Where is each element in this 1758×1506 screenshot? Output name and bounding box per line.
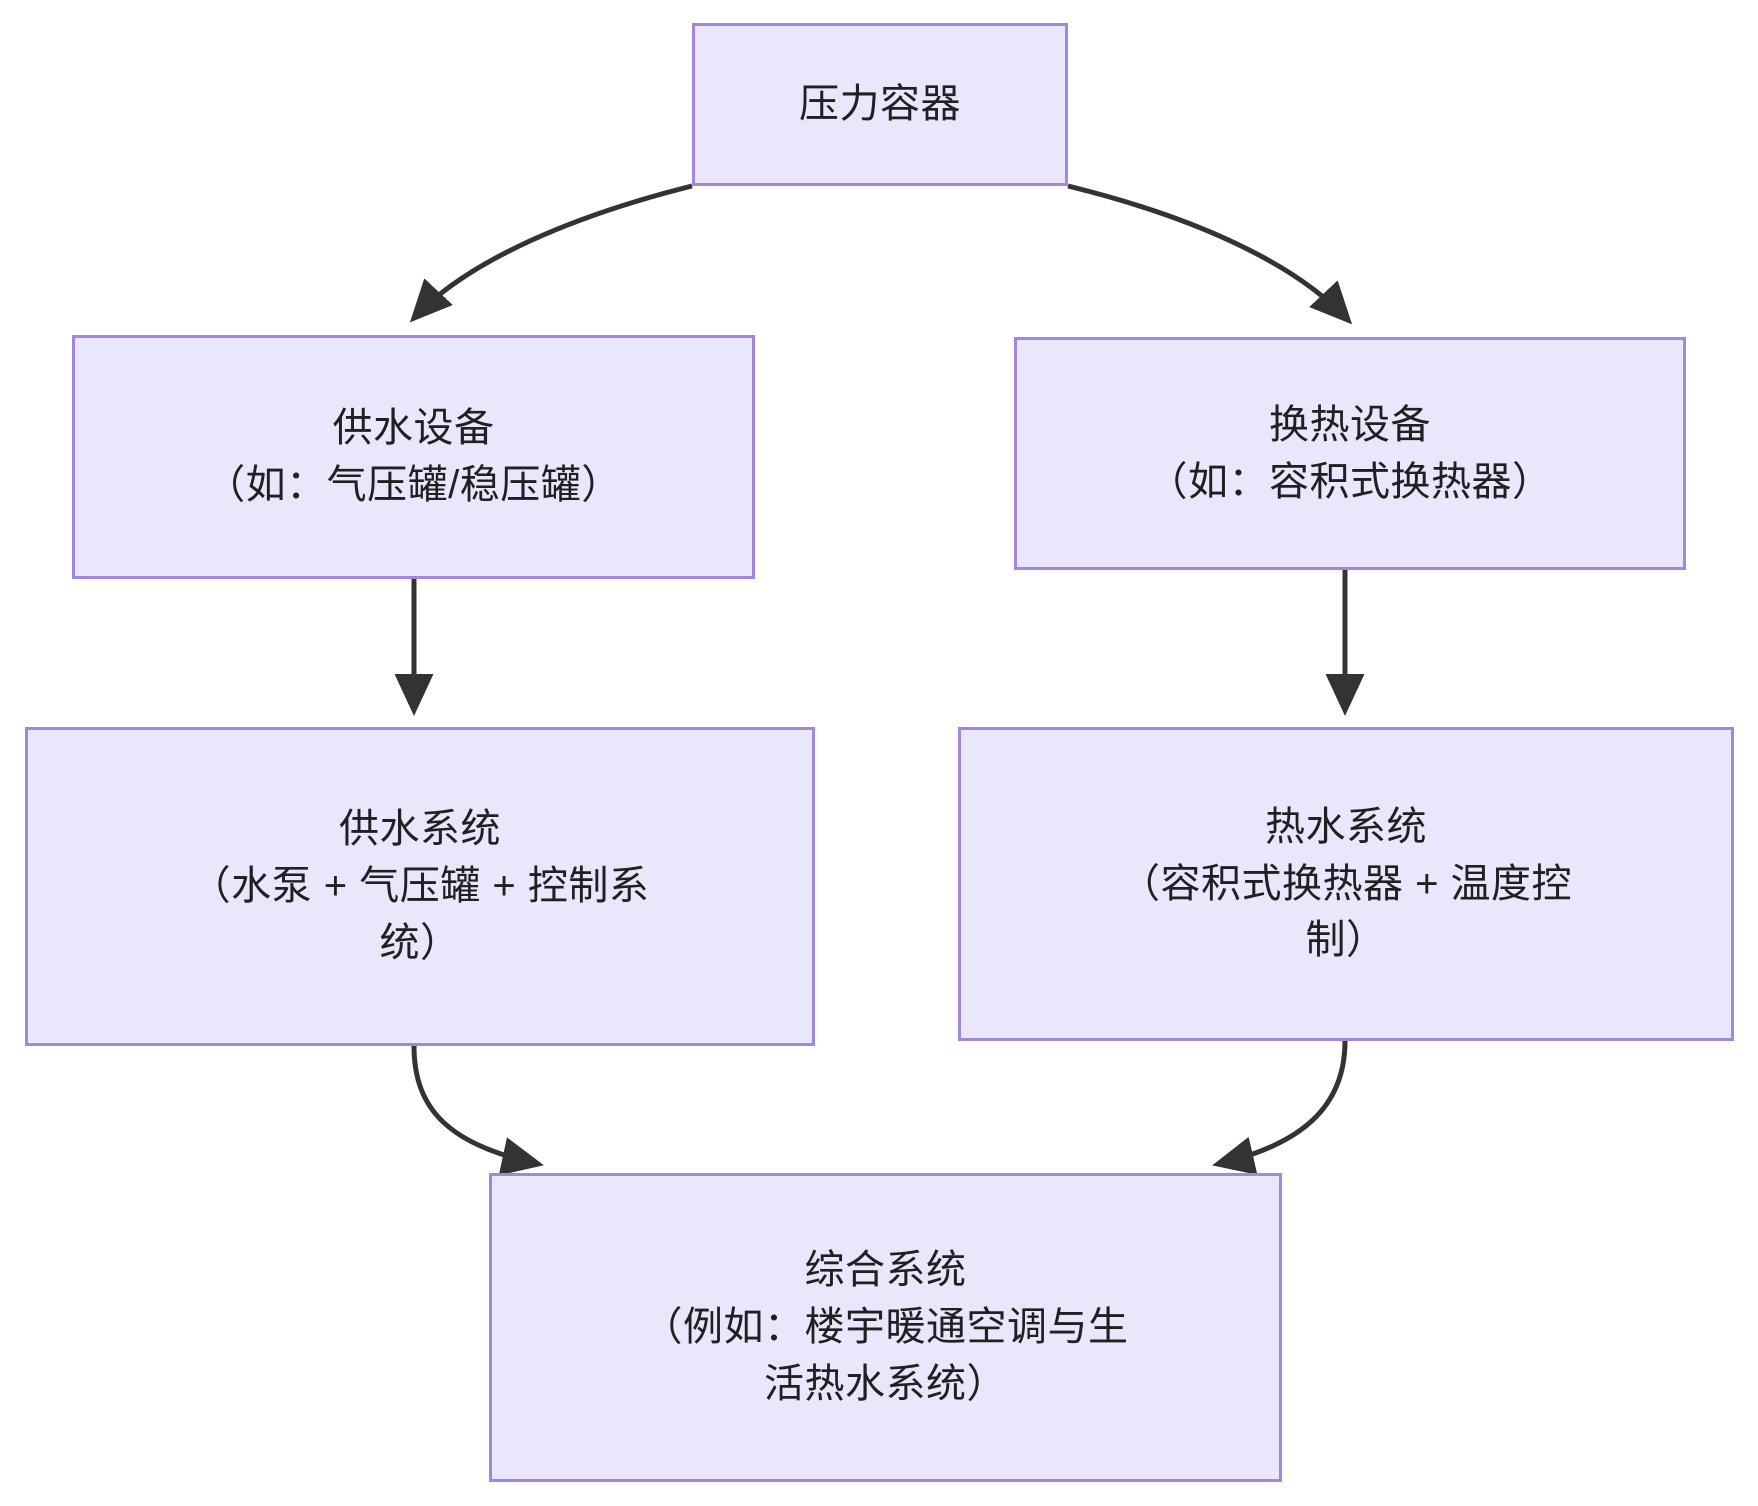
node-integrated-system[interactable]: 综合系统 （例如：楼宇暖通空调与生 活热水系统）	[489, 1173, 1282, 1482]
node-heat-exchange-equipment-label: 换热设备 （如：容积式换热器）	[1147, 402, 1553, 504]
node-water-supply-system[interactable]: 供水系统 （水泵 + 气压罐 + 控制系 统）	[25, 727, 815, 1046]
edge-hotwater-to-integrated	[1212, 1040, 1348, 1175]
node-supply-equipment[interactable]: 供水设备 （如：气压罐/稳压罐）	[72, 335, 755, 579]
node-pressure-vessel[interactable]: 压力容器	[692, 23, 1068, 186]
edge-root-to-supply-equipment	[409, 183, 693, 323]
node-supply-equipment-label: 供水设备 （如：气压罐/稳压罐）	[205, 406, 622, 507]
node-heat-exchange-equipment[interactable]: 换热设备 （如：容积式换热器）	[1014, 337, 1686, 570]
edge-root-to-heat-equipment	[1067, 183, 1353, 325]
node-water-supply-system-label: 供水系统 （水泵 + 气压罐 + 控制系 统）	[190, 807, 650, 965]
node-hot-water-system-label: 热水系统 （容积式换热器 + 温度控 制）	[1119, 804, 1573, 963]
edge-supply-system-to-integrated	[411, 1045, 544, 1176]
node-pressure-vessel-label: 压力容器	[799, 82, 961, 127]
node-hot-water-system[interactable]: 热水系统 （容积式换热器 + 温度控 制）	[958, 727, 1734, 1041]
node-integrated-system-label: 综合系统 （例如：楼宇暖通空调与生 活热水系统）	[642, 1248, 1129, 1406]
